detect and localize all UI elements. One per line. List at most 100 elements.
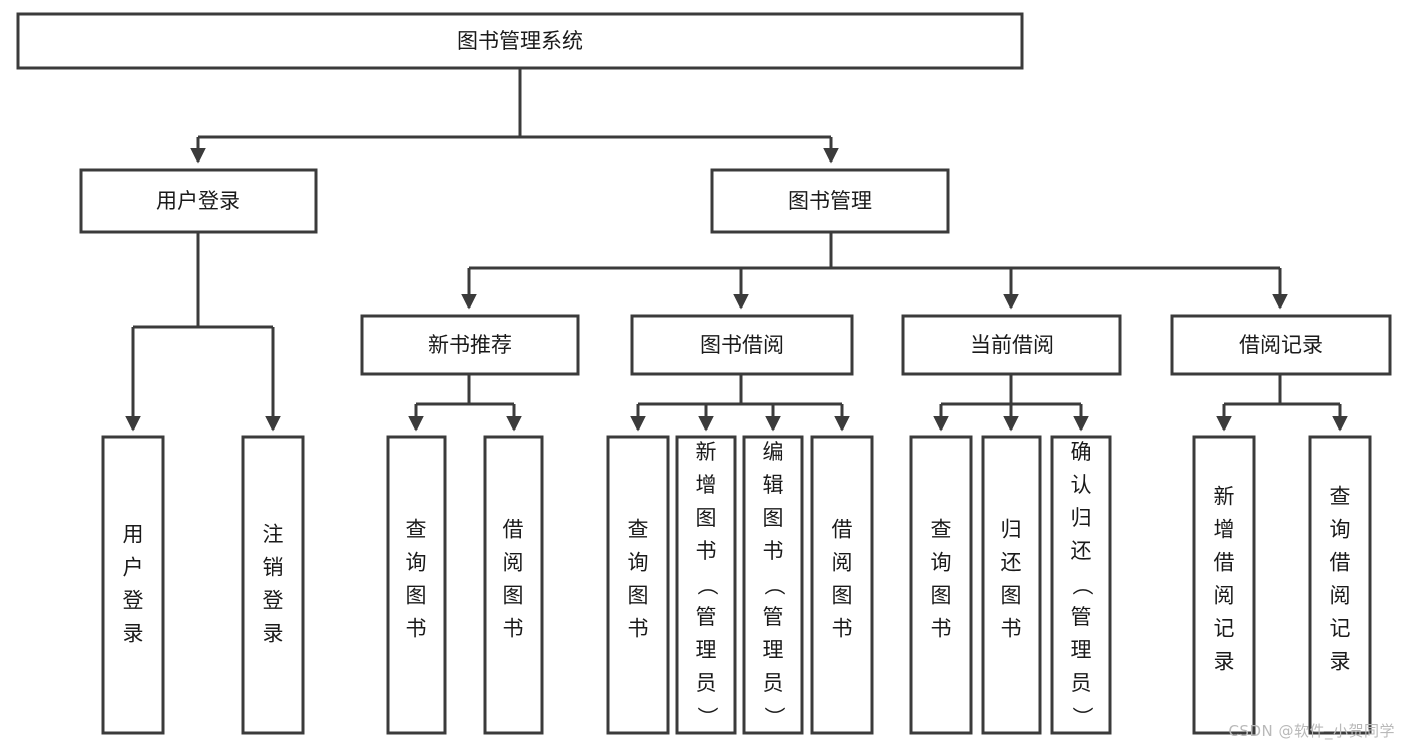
node-user-login[interactable]: 用户登录 <box>79 168 318 234</box>
svg-text:归: 归 <box>1001 518 1022 542</box>
svg-text:查: 查 <box>931 518 952 542</box>
svg-text:注: 注 <box>263 523 284 547</box>
leaf-user-login-label: 用户登录 <box>123 523 144 646</box>
svg-text:阅: 阅 <box>503 551 524 575</box>
svg-text:辑: 辑 <box>763 473 784 497</box>
svg-text:阅: 阅 <box>1330 584 1351 608</box>
leaf-user-login[interactable]: 用户登录 <box>101 435 165 735</box>
leaf-edit-book-box[interactable] <box>742 435 804 735</box>
node-book-management-box[interactable] <box>710 168 950 234</box>
leaf-query-book-3-box[interactable] <box>909 435 973 735</box>
svg-text:书: 书 <box>628 617 649 641</box>
svg-text:图: 图 <box>406 584 427 608</box>
svg-text:员: 员 <box>763 671 784 695</box>
svg-text:书: 书 <box>696 539 717 563</box>
svg-text:还: 还 <box>1001 551 1022 575</box>
svg-text:）: ） <box>762 707 786 728</box>
svg-text:理: 理 <box>763 638 784 662</box>
node-new-book-recommend-box[interactable] <box>360 314 580 376</box>
leaf-add-book-box[interactable] <box>675 435 737 735</box>
node-user-login-box[interactable] <box>79 168 318 234</box>
svg-text:图: 图 <box>1001 584 1022 608</box>
node-root[interactable]: 图书管理系统 <box>16 12 1024 70</box>
svg-text:增: 增 <box>696 473 717 497</box>
node-borrow-record-box[interactable] <box>1170 314 1392 376</box>
svg-text:图: 图 <box>696 506 717 530</box>
leaf-query-book-1-box[interactable] <box>386 435 447 735</box>
svg-text:新: 新 <box>696 440 717 464</box>
leaf-confirm-return-box[interactable] <box>1050 435 1112 735</box>
svg-text:录: 录 <box>123 622 144 646</box>
leaf-borrow-book-1-box[interactable] <box>483 435 544 735</box>
connectors-layer <box>125 68 1348 432</box>
svg-text:询: 询 <box>628 551 649 575</box>
leaf-logout-box[interactable] <box>241 435 305 735</box>
svg-text:还: 还 <box>1071 539 1092 563</box>
node-borrow-record[interactable]: 借阅记录 <box>1170 314 1392 376</box>
svg-text:借: 借 <box>832 518 853 542</box>
svg-text:询: 询 <box>931 551 952 575</box>
svg-text:）: ） <box>695 707 719 728</box>
svg-text:阅: 阅 <box>832 551 853 575</box>
leaf-query-book-2-box[interactable] <box>606 435 670 735</box>
leaf-return-book-box[interactable] <box>981 435 1042 735</box>
svg-text:录: 录 <box>1214 650 1235 674</box>
node-book-borrow-box[interactable] <box>630 314 854 376</box>
leaf-borrow-book-2-box[interactable] <box>810 435 874 735</box>
node-root-box[interactable] <box>16 12 1024 70</box>
svg-text:员: 员 <box>1071 671 1092 695</box>
svg-text:登: 登 <box>123 589 144 613</box>
leaf-query-record-box[interactable] <box>1308 435 1372 735</box>
leaf-add-record-box[interactable] <box>1192 435 1256 735</box>
node-root-label: 图书管理系统 <box>457 29 583 53</box>
svg-text:录: 录 <box>1330 650 1351 674</box>
svg-text:编: 编 <box>763 440 784 464</box>
leaf-user-login-box[interactable] <box>101 435 165 735</box>
svg-text:管: 管 <box>696 605 717 629</box>
svg-text:记: 记 <box>1330 617 1351 641</box>
svg-text:（: （ <box>1070 575 1094 596</box>
svg-text:书: 书 <box>503 617 524 641</box>
svg-text:归: 归 <box>1071 506 1092 530</box>
node-book-management[interactable]: 图书管理 <box>710 168 950 234</box>
node-book-borrow[interactable]: 图书借阅 <box>630 314 854 376</box>
node-current-borrow[interactable]: 当前借阅 <box>901 314 1122 376</box>
svg-text:图: 图 <box>503 584 524 608</box>
svg-text:确: 确 <box>1071 440 1092 464</box>
svg-text:记: 记 <box>1214 617 1235 641</box>
svg-text:销: 销 <box>263 556 284 580</box>
svg-text:借: 借 <box>503 518 524 542</box>
svg-text:管: 管 <box>763 605 784 629</box>
node-new-book-recommend[interactable]: 新书推荐 <box>360 314 580 376</box>
svg-text:管: 管 <box>1071 605 1092 629</box>
svg-text:书: 书 <box>832 617 853 641</box>
svg-text:新: 新 <box>1214 485 1235 509</box>
node-current-borrow-box[interactable] <box>901 314 1122 376</box>
node-current-borrow-label: 当前借阅 <box>970 333 1054 357</box>
svg-text:图: 图 <box>628 584 649 608</box>
svg-text:（: （ <box>695 575 719 596</box>
